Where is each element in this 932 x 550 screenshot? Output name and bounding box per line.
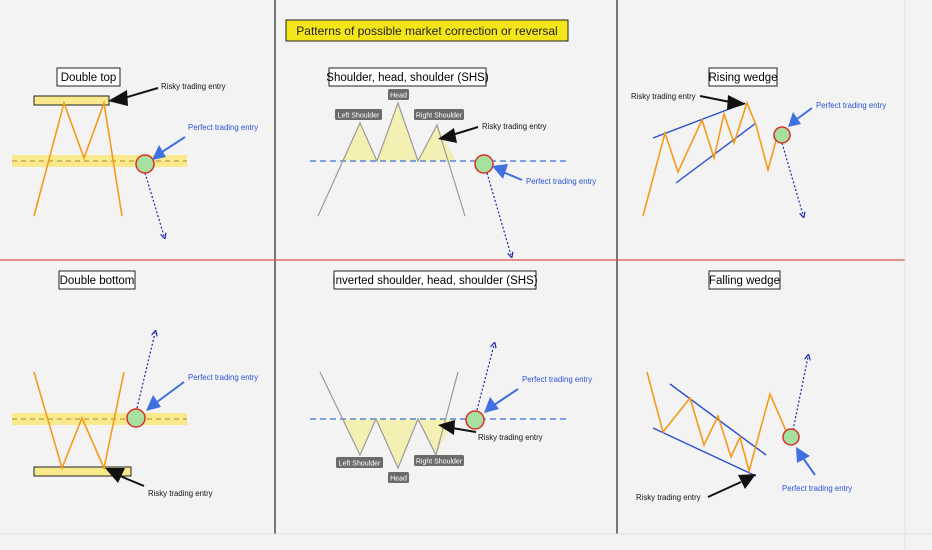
target-projection [136,333,155,409]
panel-falling-wedge: Falling wedge Risky trading entry Perfec… [636,270,852,502]
panel-double-bottom: Double bottom Risky trading entry Perfec… [12,270,258,498]
risky-entry-arrow [699,95,731,103]
panel-title-shs: Shoulder, head, shoulder (SHS) [326,72,489,84]
inv-shs-fill-left-shoulder [343,419,376,455]
perfect-entry-arrowhead [484,397,499,413]
resistance-zone [33,95,110,106]
shs-fill-head [377,103,418,161]
perfect-entry-marker [773,126,791,144]
perfect-entry-arrowhead [788,112,801,127]
wedge-lower-line [652,427,757,477]
perfect-entry-label: Perfect trading entry [782,484,852,493]
panel-inv-shs: Inverted shoulder, head, shoulder (SHS) … [310,270,592,483]
risky-entry-arrowhead [727,95,746,110]
perfect-entry-marker [135,154,155,174]
perfect-entry-label: Perfect trading entry [188,373,258,382]
panel-rising-wedge: Rising wedge Risky trading entry Perfect… [631,67,886,217]
risky-entry-label: Risky trading entry [631,92,696,101]
target-projection [486,172,511,255]
perfect-entry-label: Perfect trading entry [526,177,596,186]
price-path [317,101,466,217]
risky-entry-arrowhead [108,90,128,106]
shs-fill-left-shoulder [342,123,377,161]
risky-entry-arrow [123,87,159,99]
panel-double-top: Double top Risky trading entry Perfect t… [12,67,258,236]
inv-shs-fill-head [376,419,418,468]
price-path [33,371,125,471]
target-projection [476,345,494,411]
price-path [33,99,123,217]
target-projection [144,172,164,236]
perfect-entry-arrowhead [152,145,166,160]
price-path [642,100,779,217]
tag-right-shoulder [414,455,464,466]
perfect-entry-arrowhead [492,164,508,179]
tag-head [388,472,409,483]
perfect-entry-arrow [493,388,519,406]
tag-right-shoulder [414,109,464,120]
panel-title-falling-wedge: Falling wedge [709,275,780,287]
perfect-entry-arrowhead [796,447,810,463]
panel-title-double-top: Double top [61,72,117,84]
risky-entry-label: Risky trading entry [636,493,701,502]
perfect-entry-marker [474,154,494,174]
shs-fill-right-shoulder [418,125,456,161]
support-zone [33,466,132,477]
target-projection [781,142,803,215]
risky-entry-label: Risky trading entry [478,433,543,442]
perfect-entry-arrow [161,136,186,153]
perfect-entry-label: Perfect trading entry [188,123,258,132]
target-projection [792,357,808,431]
tag-right-shoulder-text: Right Shoulder [416,458,463,465]
wedge-upper-line [669,383,767,456]
risky-entry-label: Risky trading entry [161,82,226,91]
tag-left-shoulder-text: Left Shoulder [339,460,381,467]
risky-entry-arrow [451,126,479,136]
tag-head-text: Head [390,92,407,99]
wedge-lower-line [675,122,757,184]
risky-entry-label: Risky trading entry [482,122,547,131]
price-path [646,371,791,475]
perfect-entry-marker [126,408,146,428]
perfect-entry-marker [782,428,800,446]
tag-left-shoulder [335,109,382,120]
risky-entry-arrow [451,427,477,433]
main-title: Patterns of possible market correction o… [296,24,557,38]
risky-entry-arrowhead [438,420,455,435]
risky-entry-arrowhead [438,128,457,143]
tag-right-shoulder-text: Right Shoulder [416,112,463,119]
tag-head [388,89,409,100]
panel-title-double-bottom: Double bottom [60,275,135,287]
panel-title-rising-wedge: Rising wedge [708,72,777,84]
tag-left-shoulder [336,457,383,468]
perfect-entry-marker [465,410,485,430]
perfect-entry-label: Perfect trading entry [522,375,592,384]
risky-entry-label: Risky trading entry [148,489,213,498]
perfect-entry-arrow [796,107,813,120]
risky-entry-arrow [707,481,742,498]
tag-left-shoulder-text: Left Shoulder [338,112,380,119]
risky-entry-arrow [119,475,145,487]
risky-entry-arrowhead [738,474,756,489]
perfect-entry-arrow [802,457,816,476]
perfect-entry-label: Perfect trading entry [816,101,886,110]
perfect-entry-arrow [502,171,523,181]
panel-shs: Shoulder, head, shoulder (SHS) Left Shou… [310,67,596,255]
main-title-box: Patterns of possible market correction o… [285,19,569,42]
panel-title-inv-shs: Inverted shoulder, head, shoulder (SHS) [332,275,537,287]
perfect-entry-arrowhead [146,395,161,411]
perfect-entry-arrow [156,381,185,403]
risky-entry-arrowhead [105,468,125,483]
tag-head-text: Head [390,475,407,482]
